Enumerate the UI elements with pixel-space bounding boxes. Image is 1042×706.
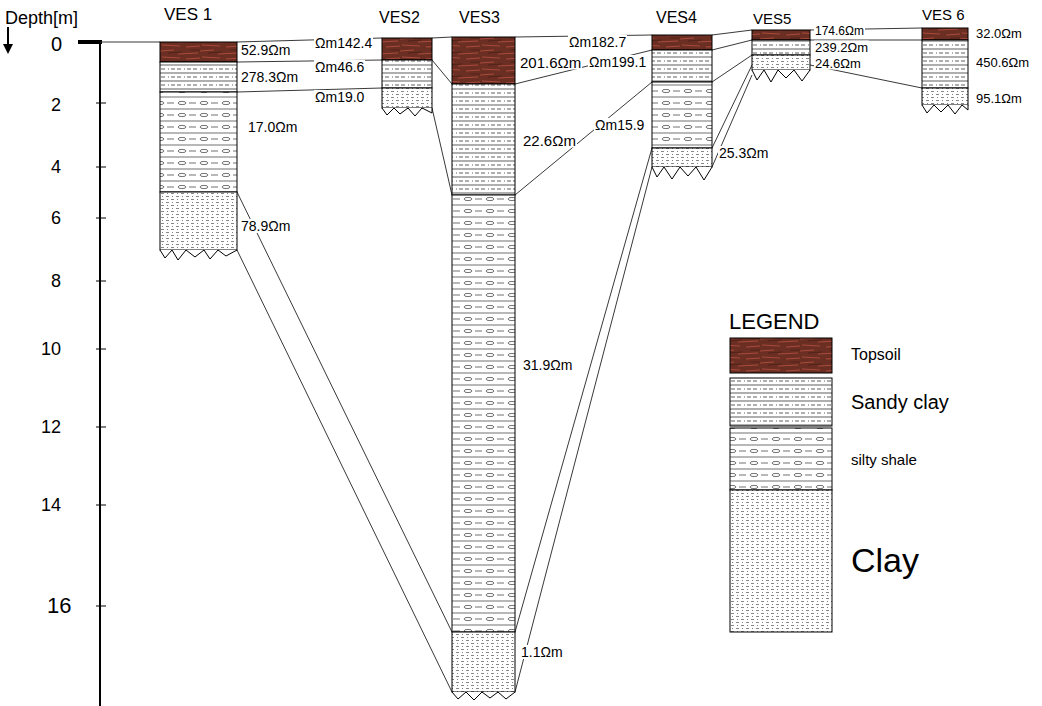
resistivity-value: 24.6Ωm — [814, 57, 862, 70]
legend-text: silty shale — [850, 452, 918, 467]
resistivity-value: 17.0Ωm — [247, 120, 298, 134]
legend-swatches — [730, 338, 832, 632]
resistivity-value: Ωm19.0 — [314, 90, 365, 104]
axis-label: Depth[m] — [4, 9, 79, 27]
axis-label: 2 — [50, 96, 62, 114]
ves-label: VES5 — [752, 11, 792, 26]
axis-label: 0 — [50, 34, 63, 54]
resistivity-value: 239.2Ωm — [814, 41, 869, 54]
resistivity-value: 201.6Ωm — [519, 55, 582, 70]
legend-text: Sandy clay — [850, 392, 950, 412]
resistivity-value: Ωm15.9 — [594, 118, 645, 132]
resistivity-value: 78.9Ωm — [240, 219, 291, 233]
resistivity-value: 32.0Ωm — [975, 27, 1023, 40]
ves-label: VES3 — [458, 10, 501, 26]
axis-label: 8 — [50, 272, 62, 290]
legend-text: Topsoil — [850, 347, 902, 363]
resistivity-value: 52.9Ωm — [240, 43, 291, 57]
ves-label: VES2 — [378, 10, 421, 26]
resistivity-value: 95.1Ωm — [975, 92, 1023, 105]
legend-title: LEGEND — [728, 311, 820, 333]
resistivity-value: 278.3Ωm — [240, 70, 299, 84]
ves-label: VES4 — [655, 10, 698, 26]
correlation-lines — [100, 28, 922, 692]
axis-label: 10 — [40, 340, 62, 358]
resistivity-value: Ωm199.1 — [588, 55, 647, 69]
resistivity-value: 25.3Ωm — [718, 146, 769, 160]
axis-label: 12 — [40, 418, 62, 436]
resistivity-value: Ωm182.7 — [568, 35, 627, 49]
legend-text: Clay — [850, 543, 920, 577]
resistivity-value: Ωm46.6 — [314, 60, 365, 74]
ves-label: VES 6 — [921, 7, 966, 22]
resistivity-value: Ωm142.4 — [314, 36, 373, 50]
depth-axis — [3, 26, 106, 706]
axis-label: 14 — [40, 496, 62, 514]
axis-label: 4 — [50, 158, 62, 176]
resistivity-value: 1.1Ωm — [520, 645, 564, 659]
resistivity-value: 174.6Ωm — [814, 25, 865, 37]
ves-label: VES 1 — [163, 6, 213, 23]
resistivity-value: 31.9Ωm — [522, 358, 573, 372]
resistivity-value: 22.6Ωm — [522, 133, 577, 148]
axis-label: 16 — [46, 595, 72, 617]
axis-label: 6 — [50, 209, 62, 227]
resistivity-value: 450.6Ωm — [975, 56, 1030, 69]
ves-columns — [160, 28, 968, 700]
